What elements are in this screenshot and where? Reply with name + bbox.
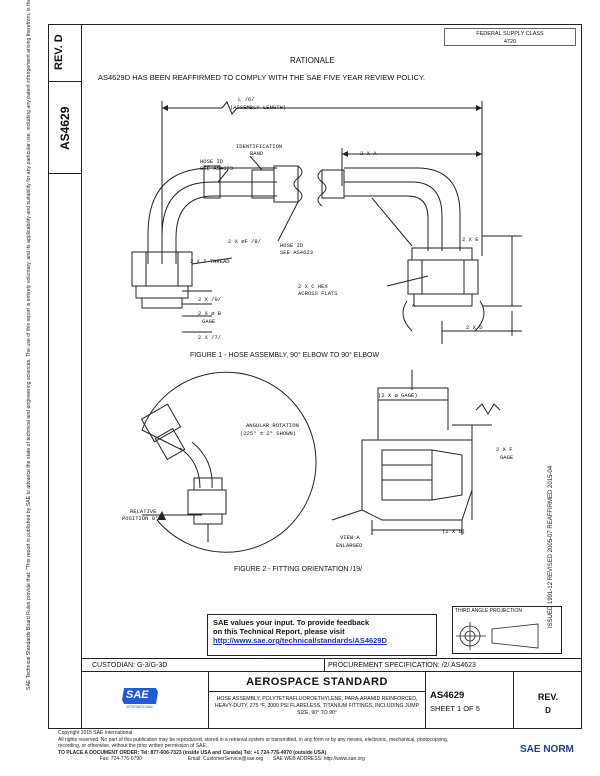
x-f-dimension: 2 X øF /8/ [228,238,262,245]
rev-box [48,24,82,82]
feedback-link[interactable]: http://www.sae.org/technical/standards/A… [213,636,387,645]
third-angle-label: THIRD ANGLE PROJECTION [455,608,522,614]
footer-top-rule [82,658,582,659]
sae-logo-text: SAE [126,689,149,701]
drawing-frame [48,24,582,729]
custodian: CUSTODIAN: G-3/G-3D [92,662,168,669]
figure2-caption: FIGURE 2 - FITTING ORIENTATION /19/ [234,566,363,573]
document-description: HOSE ASSEMBLY, POLYTETRAFLUOROETHYLENE, … [214,696,420,716]
hose-id-left-sub: SEE AS4623 [200,165,234,172]
view-a-marker: A [412,302,416,309]
third-angle-symbol [456,622,539,650]
footer-doc-number: AS4629 [430,690,465,701]
sae-logo-sub: INTERNATIONAL [126,705,154,709]
x-9-dimension: 2 X /9/ [198,296,222,303]
hose-id-left-label: HOSE ID [200,158,224,165]
angular-rotation-label: ANGULAR ROTATION [246,422,299,429]
band-label: BAND [250,150,264,157]
x-d-fig2-label: (2 X D) [442,528,466,535]
hose-id-right-sub: SEE AS4623 [280,249,314,256]
view-a-label: VIEW A [340,534,360,541]
l-dimension: L /6/ [238,96,255,103]
feedback-line2: on this Technical Report, please visit [213,627,345,636]
x-f-gage-label: 2 X F [496,446,513,453]
sae-logo-icon [122,688,158,704]
x-b-gage: 2 X ø B [198,310,222,317]
sae-logo: SAE INTERNATIONAL [120,684,160,710]
x-7-dimension: 2 X /7/ [198,334,222,341]
gage-top-label: (2 X ø GAGE) [378,392,418,399]
title-rule [208,691,426,692]
feedback-box: SAE values your input. To provide feedba… [207,614,437,656]
doc-number-vertical: AS4629 [58,106,72,150]
title-cell [208,672,426,728]
footer-rev-label: REV. [537,692,559,702]
x-c-hex: 2 X C HEX [298,283,328,290]
third-angle-projection-box [452,606,562,654]
relative-position-sub: POSITION 0° [122,515,159,522]
rationale-heading: RATIONALE [290,56,335,65]
copyright-block: Copyright 2015 SAE International All rig… [58,730,449,763]
enlarged-label: ENLARGED [336,542,363,549]
rationale-text: AS4629D HAS BEEN REAFFIRMED TO COMPLY WI… [98,73,426,82]
assembly-length-label: (ASSEMBLY LENGTH) [230,104,287,111]
angular-rotation-sub: (225° ± 2° SHOWN) [240,430,297,437]
doc-number-box [48,82,82,174]
revision-history: ISSUED 1991-12 REVISED 2005-07 REAFFIRME… [548,465,554,628]
doc-number-cell [426,672,514,728]
x-a-dimension: 2 X A [360,150,377,157]
figure1-caption: FIGURE 1 - HOSE ASSEMBLY, 90° ELBOW TO 9… [190,352,380,359]
sheet-number: SHEET 1 OF 5 [430,704,480,713]
footer-divider [324,658,325,671]
sae-notice-vertical: SAE Technical Standards Board Rules prov… [26,0,32,690]
footer-mid-rule [82,671,582,672]
fsc-box [444,28,576,46]
federal-supply-class: FEDERAL SUPPLY CLASS 4720 [476,31,544,45]
relative-position-label: RELATIVE [130,508,157,515]
feedback-line1: SAE values your input. To provide feedba… [213,618,370,627]
procurement-spec: PROCUREMENT SPECIFICATION: /2/ AS4623 [328,662,476,669]
rev-label-vertical: REV. D [53,34,65,70]
footer-rev-value: D [545,706,551,715]
gage-label: GAGE [202,318,216,325]
left-column [48,24,82,729]
figure1-drawing [131,101,522,344]
identification-label: IDENTIFICATION [236,143,283,150]
x-f-gage-sub: GAGE [500,454,514,461]
x-t-thread: 2 X T THREAD [190,258,230,265]
figure2-drawing [140,370,501,553]
watermark: SAE NORM [520,744,574,755]
hose-id-right-label: HOSE ID [280,242,304,249]
x-d-dimension: 2 X D [466,324,483,331]
x-e-dimension: 2 X E [462,236,479,243]
across-flats: ACROSS FLATS [298,290,338,297]
aerospace-standard-title: AEROSPACE STANDARD [246,676,388,688]
